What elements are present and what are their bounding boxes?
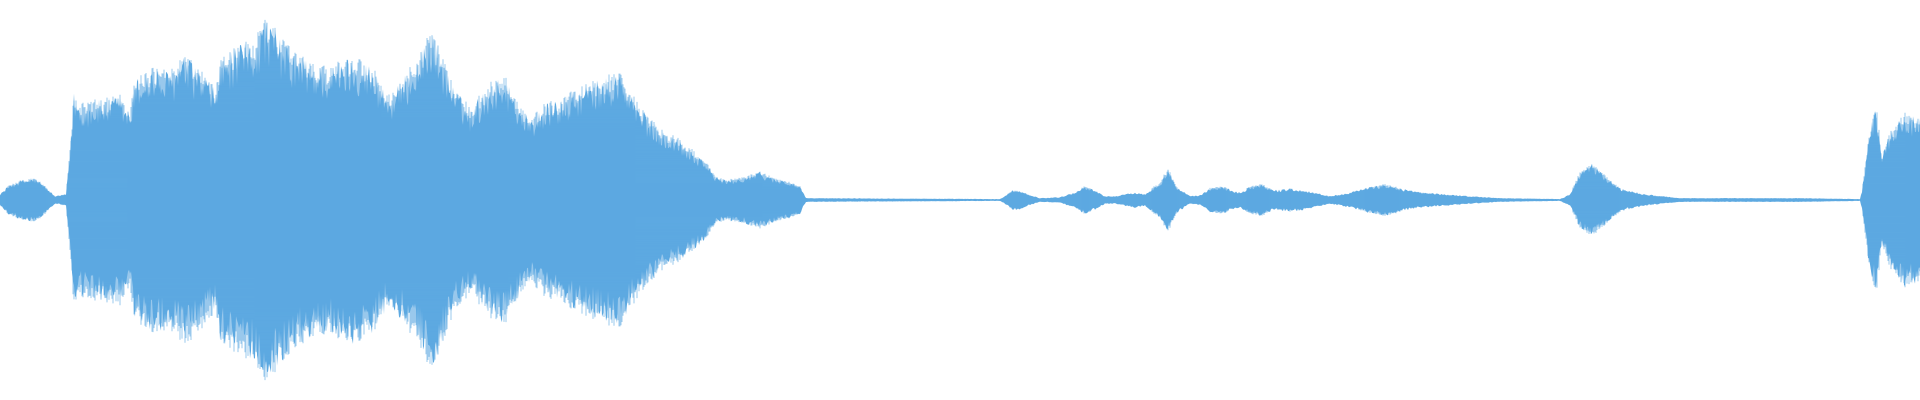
waveform-texture — [5, 19, 1920, 381]
